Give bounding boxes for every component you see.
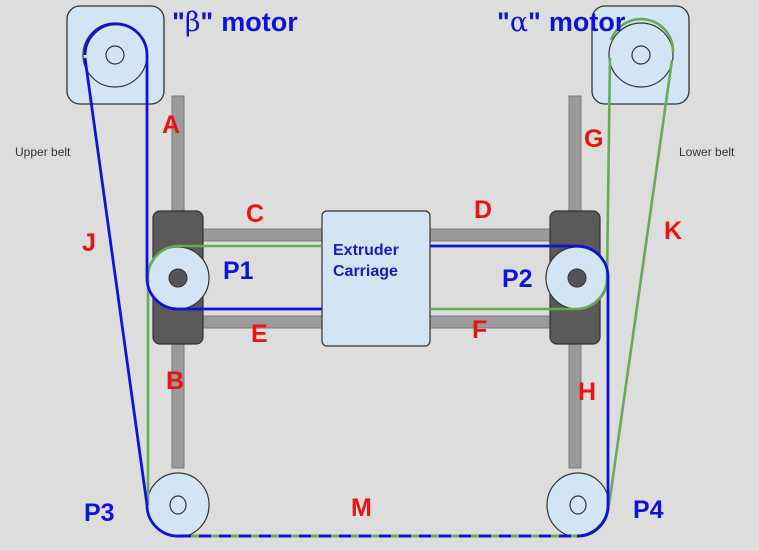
- pulley-p2-hub: [567, 268, 587, 288]
- segment-label-d: D: [474, 196, 492, 224]
- alpha-symbol: α: [510, 7, 528, 38]
- lower-belt-segment-g: [609, 17, 675, 53]
- pulley-p4-hub: [569, 495, 587, 515]
- beta-quote-close: ": [200, 7, 213, 37]
- upper-belt-around-p4: [576, 504, 610, 538]
- alpha-motor-pulley: [608, 22, 674, 88]
- beta-motor-title: "β" motor: [172, 7, 298, 38]
- alpha-motor-title: "α" motor: [497, 7, 626, 38]
- beta-symbol: β: [185, 7, 201, 38]
- alpha-quote-close: ": [528, 7, 541, 37]
- upper-belt-label: Upper belt: [15, 145, 71, 159]
- extruder-carriage: [321, 210, 431, 347]
- segment-label-h: H: [578, 378, 596, 406]
- alpha-quote-open: ": [497, 7, 510, 37]
- pulley-label-p3: P3: [84, 499, 115, 527]
- upper-belt: [83, 22, 610, 538]
- upper-right-horizontal-rail: [427, 228, 554, 242]
- pulley-p3-hub: [169, 495, 187, 515]
- segment-label-b: B: [166, 367, 184, 395]
- carriage-label-line2: Carriage: [333, 263, 398, 280]
- alpha-motor-word: motor: [549, 7, 626, 37]
- segment-label-f: F: [472, 316, 487, 344]
- segment-label-e: E: [251, 320, 268, 348]
- segment-label-j: J: [82, 229, 96, 257]
- beta-quote-open: ": [172, 7, 185, 37]
- beta-motor: [66, 5, 165, 105]
- pulley-label-p2: P2: [502, 265, 533, 293]
- upper-belt-segment-j: [83, 57, 180, 538]
- upper-belt-segment-a: [145, 55, 322, 311]
- lower-belt-label: Lower belt: [679, 145, 735, 159]
- upper-belt-around-beta-motor: [83, 22, 149, 56]
- segment-label-g: G: [584, 125, 603, 153]
- beta-motor-word: motor: [221, 7, 298, 37]
- segment-label-m: M: [351, 494, 372, 522]
- pulley-label-p1: P1: [223, 257, 254, 285]
- lower-belt-segment-g-vertical: [605, 57, 612, 279]
- lower-belt-around-p2: [430, 277, 609, 311]
- pulley-p1-hub: [168, 268, 188, 288]
- alpha-motor-shaft: [631, 45, 651, 65]
- lower-belt-segment-k: [607, 59, 674, 506]
- upper-belt-segment-d: [430, 244, 610, 505]
- upper-left-horizontal-rail: [199, 228, 326, 242]
- carriage-label-line1: Extruder: [333, 242, 399, 259]
- pulley-label-p4: P4: [633, 496, 664, 524]
- segment-label-c: C: [246, 200, 264, 228]
- beta-motor-body: [66, 5, 165, 105]
- segment-label-a: A: [162, 111, 180, 139]
- beta-motor-shaft: [105, 45, 125, 65]
- lower-right-horizontal-rail: [427, 315, 554, 329]
- segment-label-k: K: [664, 217, 682, 245]
